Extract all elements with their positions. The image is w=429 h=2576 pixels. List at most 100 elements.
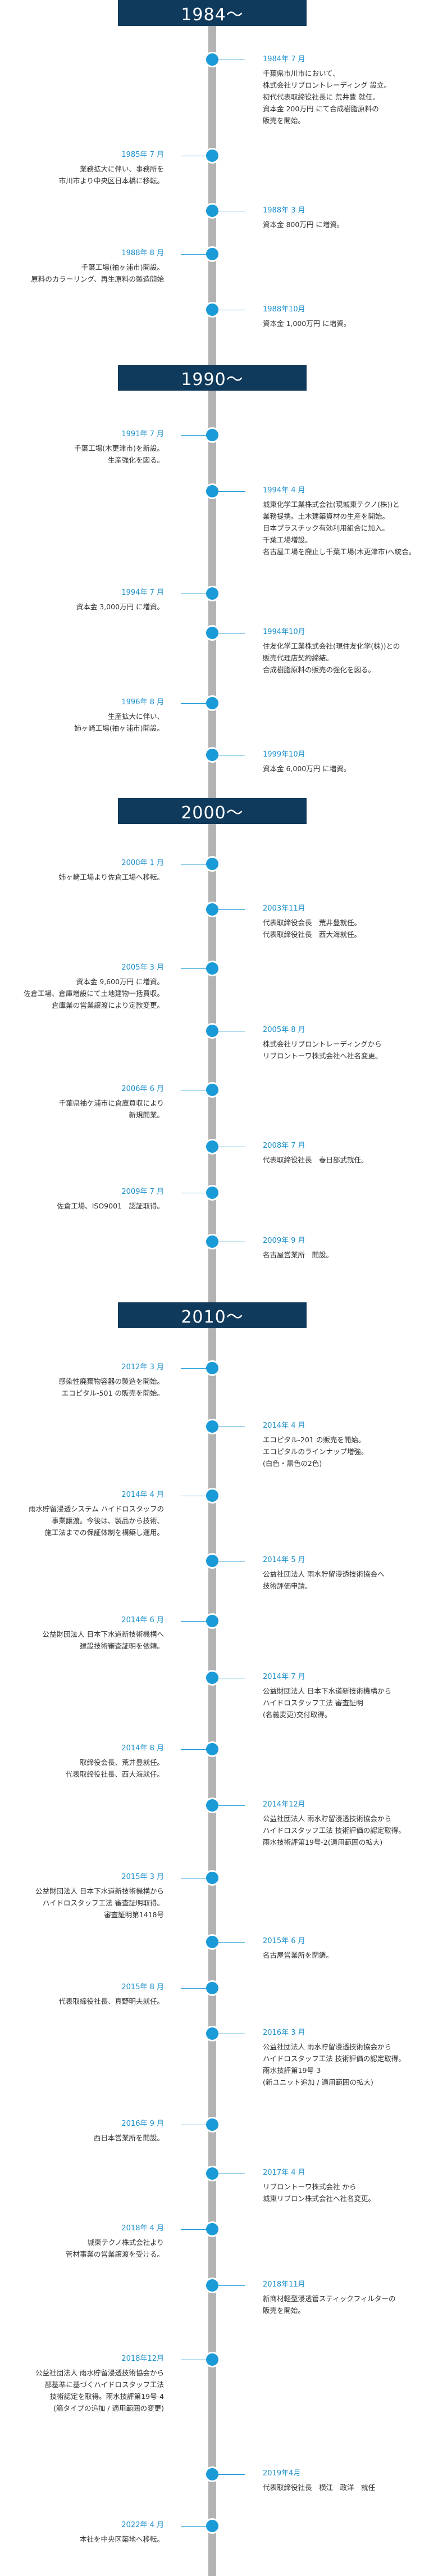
event-date: 1984年 7 月 — [263, 55, 305, 64]
event-date: 2018年11月 — [263, 2280, 305, 2289]
timeline-entry: 2012年 3 月 感染性廃棄物容器の製造を開始。 エコピタル-501 の販売を… — [1, 1361, 164, 1399]
event-text: 公益財団法人 日本下水道新技術機構へ 建設技術審査証明を依頼。 — [42, 1630, 164, 1650]
event-text: 代表取締役社長、真野明夫就任。 — [58, 1997, 164, 2005]
timeline-entry: 2019年4月 代表取締役社長 横江 政洋 就任 — [263, 2468, 426, 2493]
timeline-entry: 1988年10月 資本金 1,000万円 に増資。 — [263, 304, 426, 329]
event-text: 千葉県袖ケ浦市に倉庫買収により 新規開業。 — [58, 1099, 164, 1119]
timeline-connector — [181, 968, 210, 969]
event-text: 城東テクノ株式会社より 管材事業の営業譲渡を受ける。 — [65, 2238, 164, 2258]
era-header-2000: 2000〜 — [118, 798, 307, 824]
event-date: 2014年 4 月 — [263, 1421, 305, 1430]
event-text: 本社を中央区築地へ移転。 — [79, 2535, 164, 2543]
event-text: 公益社団法人 雨水貯留浸透技術協会から ハイドロスタッフ工法 技術評価の認定取得… — [263, 1814, 405, 1846]
timeline-node — [204, 961, 220, 976]
timeline-entry: 1999年10月 資本金 6,000万円 に増資。 — [263, 749, 426, 775]
timeline-spine — [208, 0, 216, 2576]
event-text: 西日本営業所を開設。 — [93, 2134, 164, 2142]
timeline-entry: 2014年12月 公益社団法人 雨水貯留浸透技術協会から ハイドロスタッフ工法 … — [263, 1799, 426, 1848]
event-text: 千葉工場(袖ヶ浦市)開設。 原料のカラーリング、再生原料の製造開始 — [31, 263, 164, 283]
timeline-entry: 2014年 7 月 公益財団法人 日本下水道新技術機構から ハイドロスタッフ工法… — [263, 1671, 426, 1721]
timeline-entry: 2014年 5 月 公益社団法人 雨水貯留浸透技術協会へ 技術評価申請。 — [263, 1554, 426, 1592]
event-text: 資本金 1,000万円 に増資。 — [263, 319, 351, 328]
timeline-connector — [181, 254, 210, 255]
event-date: 2019年4月 — [263, 2469, 301, 2478]
event-text: 取締役会長、荒井豊就任。 代表取締役社長、西大海就任。 — [65, 1758, 164, 1778]
event-date: 2016年 3 月 — [263, 2029, 305, 2037]
timeline-entry: 1994年 4 月 城東化学工業株式会社(現城東テクノ(株))と 業務提携。土木… — [263, 485, 426, 558]
timeline-entry: 2018年11月 新商材軽型浸透管スティックフィルターの 販売を開始。 — [263, 2279, 426, 2316]
timeline-entry: 2003年11月 代表取締役会長 荒井豊就任。 代表取締役社長 西大海就任。 — [263, 903, 426, 940]
event-text: 名古屋営業所 開設。 — [263, 1251, 334, 1259]
timeline-connector — [181, 2229, 210, 2230]
event-text: 株式会社リブロントレーディングから リブロントーワ株式会社へ社名変更。 — [263, 1040, 382, 1060]
timeline-connector — [216, 2474, 245, 2475]
event-text: リブロントーワ株式会社 から 城東リブロン株式会社へ社名変更。 — [263, 2183, 376, 2203]
event-date: 2012年 3 月 — [121, 1363, 164, 1371]
event-date: 1988年 8 月 — [121, 249, 164, 257]
timeline-entry: 2018年 4 月 城東テクノ株式会社より 管材事業の営業譲渡を受ける。 — [1, 2222, 164, 2260]
event-date: 2009年 9 月 — [263, 1237, 305, 1245]
event-text: 千葉県市川市において、 株式会社リブロントレーディング 設立。 初代代表取締役社… — [263, 69, 391, 125]
event-date: 2017年 4 月 — [263, 2168, 305, 2177]
timeline-entry: 2005年 8 月 株式会社リブロントレーディングから リブロントーワ株式会社へ… — [263, 1024, 426, 1062]
timeline-connector — [216, 2285, 245, 2286]
event-text: 代表取締役社長 横江 政洋 就任 — [263, 2483, 376, 2492]
timeline-node — [204, 1613, 220, 1629]
event-text: 公益財団法人 日本下水道新技術機構から ハイドロスタッフ工法 審査証明 (名義変… — [263, 1687, 391, 1719]
era-header-1990: 1990〜 — [118, 365, 307, 391]
timeline-connector — [181, 1621, 210, 1622]
event-text: 代表取締役社長 春日部武就任。 — [263, 1156, 368, 1164]
event-date: 2014年 5 月 — [263, 1556, 305, 1564]
event-date: 2015年 3 月 — [121, 1873, 164, 1881]
timeline-entry: 2016年 9 月 西日本営業所を開設。 — [1, 2118, 164, 2144]
timeline-entry: 2014年 4 月 エコピタル-201 の販売を開始。 エコピタルのラインナップ… — [263, 1420, 426, 1469]
event-text: 名古屋営業所を閉鎖。 — [263, 1951, 334, 1959]
event-text: 佐倉工場、ISO9001 認証取得。 — [57, 1202, 164, 1210]
event-text: 資本金 9,600万円 に増資。 佐倉工場、倉庫増設にて土地建物一括買収。 倉庫… — [23, 977, 164, 1009]
event-date: 1991年 7 月 — [121, 430, 164, 438]
event-text: 資本金 3,000万円 に増資。 — [76, 603, 164, 611]
timeline-entry: 1994年 7 月 資本金 3,000万円 に増資。 — [1, 587, 164, 613]
era-header-1984: 1984〜 — [118, 0, 307, 26]
event-text: 住友化学工業株式会社(現住友化学(株))との 販売代理店契約締結。 合成樹脂原料… — [263, 642, 400, 674]
timeline-entry: 2015年 3 月 公益財団法人 日本下水道新技術機構から ハイドロスタッフ工法… — [1, 1871, 164, 1921]
event-date: 1985年 7 月 — [121, 151, 164, 159]
timeline-end-mark — [208, 2566, 216, 2568]
event-date: 2016年 9 月 — [121, 2120, 164, 2128]
event-date: 2018年 4 月 — [121, 2224, 164, 2233]
timeline-entry: 2022年 4 月 本社を中央区築地へ移転。 — [1, 2519, 164, 2545]
event-date: 1994年 4 月 — [263, 486, 305, 495]
timeline-entry: 2014年 6 月 公益財団法人 日本下水道新技術機構へ 建設技術審査証明を依頼… — [1, 1614, 164, 1652]
event-date: 2000年 1 月 — [121, 859, 164, 867]
timeline-entry: 1988年 3 月 資本金 800万円 に増資。 — [263, 205, 426, 230]
event-date: 1999年10月 — [263, 750, 305, 759]
event-date: 2006年 6 月 — [121, 1085, 164, 1093]
timeline-entry: 2008年 7 月 代表取締役社長 春日部武就任。 — [263, 1140, 426, 1166]
timeline-entry: 2017年 4 月 リブロントーワ株式会社 から 城東リブロン株式会社へ社名変更… — [263, 2167, 426, 2204]
timeline-entry: 1994年10月 住友化学工業株式会社(現住友化学(株))との 販売代理店契約締… — [263, 626, 426, 676]
event-text: 雨水貯留浸透システム ハイドロスタッフの 事業譲渡。今後は、製品から技術、 施工… — [29, 1505, 164, 1537]
era-header-2010: 2010〜 — [118, 1302, 307, 1328]
timeline-entry: 2018年12月 公益社団法人 雨水貯留浸透技術協会から 部基準に基づくハイドロ… — [1, 2353, 164, 2414]
event-date: 2014年 8 月 — [121, 1744, 164, 1753]
timeline-entry: 2015年 8 月 代表取締役社長、真野明夫就任。 — [1, 1981, 164, 2007]
event-text: 公益社団法人 雨水貯留浸透技術協会へ 技術評価申請。 — [263, 1570, 385, 1590]
timeline-end-mark — [208, 2570, 216, 2573]
event-date: 1994年10月 — [263, 628, 305, 636]
event-text: 新商材軽型浸透管スティックフィルターの 販売を開始。 — [263, 2294, 396, 2315]
timeline-entry: 1985年 7 月 業務拡大に伴い、事務所を 市川市より中央区日本橋に移転。 — [1, 149, 164, 187]
event-date: 2008年 7 月 — [263, 1142, 305, 1150]
timeline-connector — [181, 1368, 210, 1369]
event-text: 城東化学工業株式会社(現城東テクノ(株))と 業務提携。土木建築資材の生産を開始… — [263, 500, 416, 556]
event-text: 代表取締役会長 荒井豊就任。 代表取締役社長 西大海就任。 — [263, 918, 362, 939]
event-date: 2022年 4 月 — [121, 2521, 164, 2529]
event-text: 千葉工場(木更津市)を新設。 生産強化を図る。 — [74, 444, 164, 464]
timeline-connector — [181, 2526, 210, 2527]
event-date: 2014年 6 月 — [121, 1616, 164, 1624]
event-date: 2015年 8 月 — [121, 1983, 164, 1991]
event-text: 資本金 800万円 に増資。 — [263, 220, 344, 229]
event-date: 1996年 8 月 — [121, 698, 164, 707]
timeline-entry: 2015年 6 月 名古屋営業所を閉鎖。 — [263, 1935, 426, 1961]
event-text: エコピタル-201 の販売を開始。 エコピタルのラインナップ増強。 (白色・黒色… — [263, 1436, 368, 1468]
event-text: 生産拡大に伴い、 姉ヶ崎工場(袖ヶ浦市)開設。 — [74, 712, 164, 732]
